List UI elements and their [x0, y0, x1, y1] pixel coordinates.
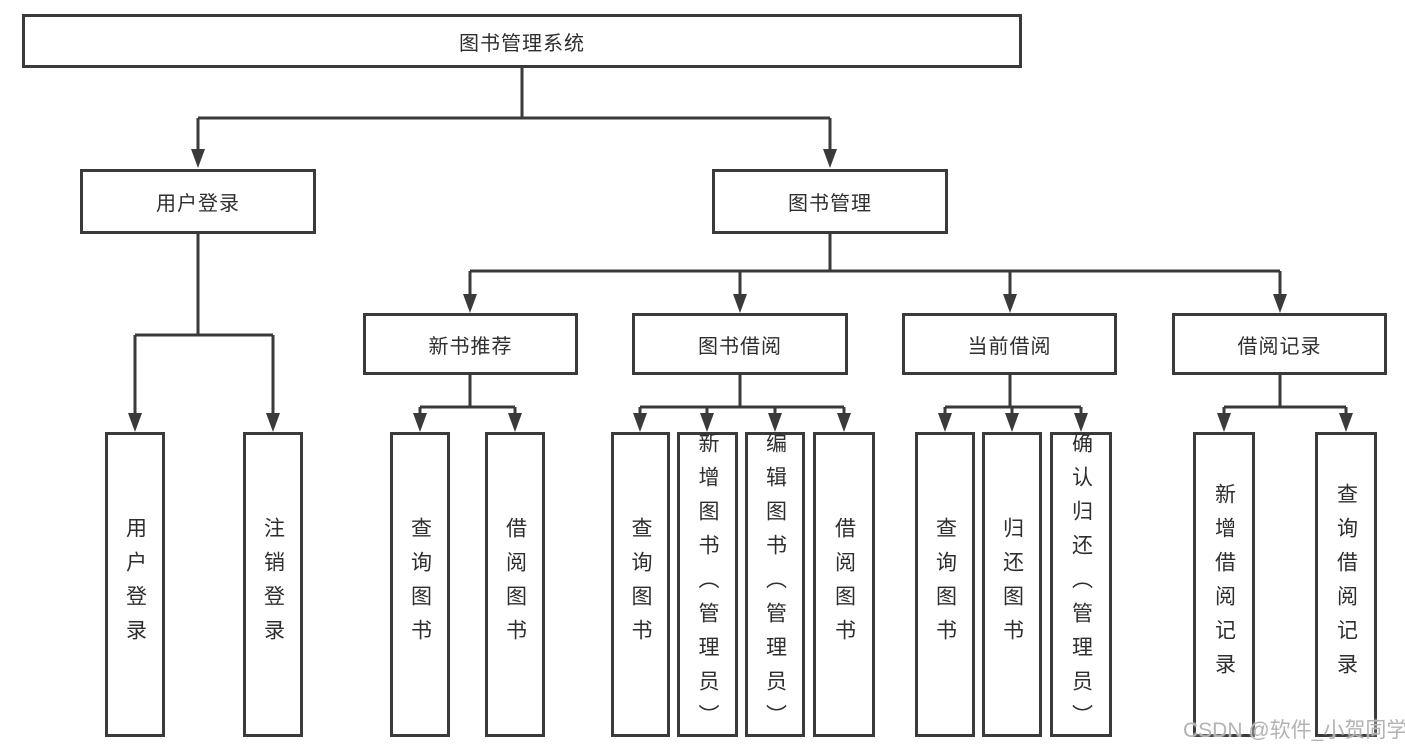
node-label: 借阅记录: [1237, 335, 1322, 358]
leaf-query-borrow-record: 查询借阅记录: [1315, 432, 1377, 737]
leaf-return-books: 归还图书: [982, 432, 1042, 737]
node-label: 查询图书: [408, 516, 432, 653]
csdn-watermark: CSDN @软件_小贺同学: [1183, 719, 1405, 742]
node-label: 确认归还（管理员）: [1069, 431, 1093, 738]
node-label: 新书推荐: [428, 335, 513, 358]
node-label: 新增借阅记录: [1212, 482, 1236, 687]
node-label: 用户登录: [156, 193, 240, 215]
node-book-borrow: 图书借阅: [632, 313, 848, 375]
node-current-borrow: 当前借阅: [902, 313, 1117, 375]
node-borrow-records: 借阅记录: [1172, 313, 1387, 375]
node-book-management: 图书管理: [712, 169, 948, 234]
node-label: 图书借阅: [698, 335, 782, 358]
node-label: 查询图书: [629, 516, 652, 653]
node-label: 查询图书: [933, 516, 957, 653]
leaf-query-books-recommend: 查询图书: [390, 432, 450, 737]
node-label: 用户登录: [123, 516, 147, 653]
leaf-user-login: 用户登录: [105, 432, 165, 737]
node-label: 查询借阅记录: [1334, 482, 1358, 687]
node-new-book-recommend: 新书推荐: [363, 313, 578, 375]
node-user-login: 用户登录: [80, 169, 316, 234]
node-label: 编辑图书（管理员）: [763, 431, 787, 738]
node-root-system: 图书管理系统: [22, 14, 1022, 68]
leaf-confirm-return-admin: 确认归还（管理员）: [1050, 431, 1112, 738]
node-label: 当前借阅: [967, 335, 1052, 358]
leaf-query-books-borrow: 查询图书: [611, 432, 670, 737]
node-label: 归还图书: [1000, 516, 1024, 653]
arrowheads: [128, 149, 1353, 432]
leaf-add-books-admin: 新增图书（管理员）: [677, 431, 738, 738]
leaf-query-books-current: 查询图书: [915, 432, 975, 737]
leaf-borrow-books: 借阅图书: [813, 432, 875, 737]
node-label: 图书管理系统: [459, 32, 585, 55]
leaf-add-borrow-record: 新增借阅记录: [1193, 432, 1255, 737]
node-label: 新增图书（管理员）: [696, 431, 719, 738]
leaf-edit-books-admin: 编辑图书（管理员）: [745, 431, 805, 738]
node-label: 图书管理: [788, 193, 872, 215]
node-label: 注销登录: [261, 516, 285, 653]
node-label: 借阅图书: [503, 516, 527, 653]
node-label: 借阅图书: [832, 516, 856, 653]
leaf-borrow-books-recommend: 借阅图书: [485, 432, 545, 737]
leaf-logout: 注销登录: [243, 432, 303, 737]
